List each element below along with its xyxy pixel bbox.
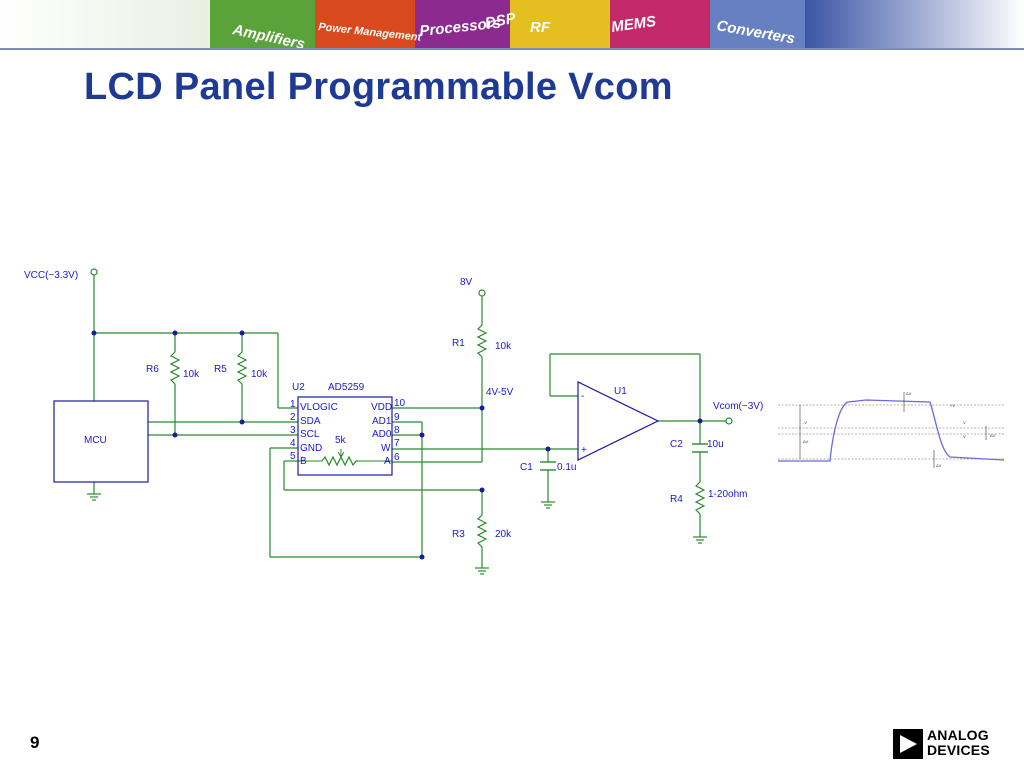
- u2-pin-name-1: VLOGIC: [300, 402, 338, 413]
- c2-value: 10u: [707, 439, 724, 450]
- r5-ref: R5: [214, 364, 227, 375]
- svg-text:ΔV: ΔV: [936, 463, 942, 468]
- v8-terminal-icon: [478, 289, 486, 297]
- svg-text:V: V: [963, 420, 966, 425]
- u2-pin-name-3: SCL: [300, 429, 320, 440]
- u1-ref: U1: [614, 386, 627, 397]
- ground-c1-icon: [541, 501, 555, 509]
- opamp-plus: +: [581, 445, 587, 456]
- opamp-minus: -: [581, 391, 584, 402]
- vcom-terminal-icon: [725, 417, 733, 425]
- resistor-r4: [694, 481, 706, 515]
- r3-ref: R3: [452, 529, 465, 540]
- r1-ref: R1: [452, 338, 465, 349]
- node-voltage-label: 4V-5V: [486, 387, 514, 398]
- u2-pin-name-2: SDA: [300, 416, 321, 427]
- u2-pin-num-10: 10: [394, 398, 406, 409]
- r5-value: 10k: [251, 369, 268, 380]
- mcu-block: [53, 400, 149, 483]
- u2-pin-name-7: W: [381, 443, 391, 454]
- svg-text:+V: +V: [950, 403, 955, 408]
- banner-rf: RF: [530, 19, 551, 36]
- resistors: [169, 324, 706, 548]
- banner-divider: [0, 48, 1024, 50]
- mcu-label: MCU: [84, 435, 107, 446]
- u2-pin-num-6: 6: [394, 452, 400, 463]
- u2-pin-num-9: 9: [394, 412, 400, 423]
- category-banner: Amplifiers Power Management Processors D…: [0, 0, 1024, 48]
- junction-dots: [91, 330, 703, 560]
- r1-value: 10k: [495, 341, 512, 352]
- vcc-label: VCC(~3.3V): [24, 270, 78, 281]
- slide-title: LCD Panel Programmable Vcom: [84, 66, 673, 108]
- u2-pin-num-8: 8: [394, 425, 400, 436]
- u2-pin-name-5: B: [300, 456, 307, 467]
- u2-part: AD5259: [328, 382, 365, 393]
- svg-text:-V: -V: [803, 420, 807, 425]
- svg-text:ΔV: ΔV: [906, 391, 912, 396]
- u2-ic-block: [297, 396, 393, 476]
- u2-pin-name-10: VDD: [371, 402, 392, 413]
- capacitors: [540, 443, 708, 471]
- resistor-r6: [169, 351, 181, 385]
- u2-pin-num-7: 7: [394, 438, 400, 449]
- banner-mems: MEMS: [610, 13, 657, 36]
- resistor-r3: [476, 514, 488, 548]
- c1-value: 0.1u: [557, 462, 576, 473]
- vcom-waveform-thumbnail: ΔV +V -V V V ΔV ΔV ΔV: [778, 391, 1005, 468]
- r6-ref: R6: [146, 364, 159, 375]
- svg-text:ΔV: ΔV: [803, 439, 809, 444]
- ground-r4-icon: [693, 536, 707, 544]
- u2-pin-name-8: AD0: [372, 429, 392, 440]
- r3-value: 20k: [495, 529, 512, 540]
- logo-wordmark: ANALOG DEVICES: [927, 728, 1007, 758]
- schematic-labels: VCC(~3.3V) R6 10k R5 10k U2 AD5259 1 VLO…: [24, 270, 763, 540]
- v8-label: 8V: [460, 277, 473, 288]
- u2-pin-num-3: 3: [290, 425, 296, 436]
- u2-pin-num-1: 1: [290, 399, 296, 410]
- c2-ref: C2: [670, 439, 683, 450]
- waveform-trace: [778, 399, 1005, 462]
- page-number: 9: [30, 733, 40, 752]
- vcc-terminal-icon: [90, 268, 98, 276]
- r4-ref: R4: [670, 494, 683, 505]
- u2-ref: U2: [292, 382, 305, 393]
- svg-text:ΔV: ΔV: [990, 433, 996, 438]
- r6-value: 10k: [183, 369, 200, 380]
- u2-pin-num-2: 2: [290, 412, 296, 423]
- u2-pin-num-5: 5: [290, 451, 296, 462]
- resistor-r5: [236, 351, 248, 385]
- opamp-u1: [577, 381, 660, 461]
- logo-line-2: DEVICES: [927, 742, 990, 758]
- banner-dsp: DSP: [484, 10, 518, 32]
- ground-mcu-icon: [87, 482, 101, 501]
- analog-devices-logo: [893, 729, 923, 759]
- potentiometer-5k: [321, 455, 358, 467]
- vcom-label: Vcom(~3V): [713, 401, 763, 412]
- ground-r3-icon: [475, 567, 489, 575]
- pot-value: 5k: [335, 435, 347, 446]
- logo-line-1: ANALOG: [927, 727, 989, 743]
- ground-symbols: [87, 482, 707, 575]
- u2-pin-name-9: AD1: [372, 416, 392, 427]
- svg-text:V: V: [963, 434, 966, 439]
- u2-pin-name-6: A: [384, 456, 391, 467]
- c1-ref: C1: [520, 462, 533, 473]
- terminals: [90, 268, 733, 425]
- u2-pin-num-4: 4: [290, 438, 296, 449]
- u2-pin-name-4: GND: [300, 443, 322, 454]
- r4-value: 1-20ohm: [708, 489, 747, 500]
- resistor-r1: [476, 324, 488, 358]
